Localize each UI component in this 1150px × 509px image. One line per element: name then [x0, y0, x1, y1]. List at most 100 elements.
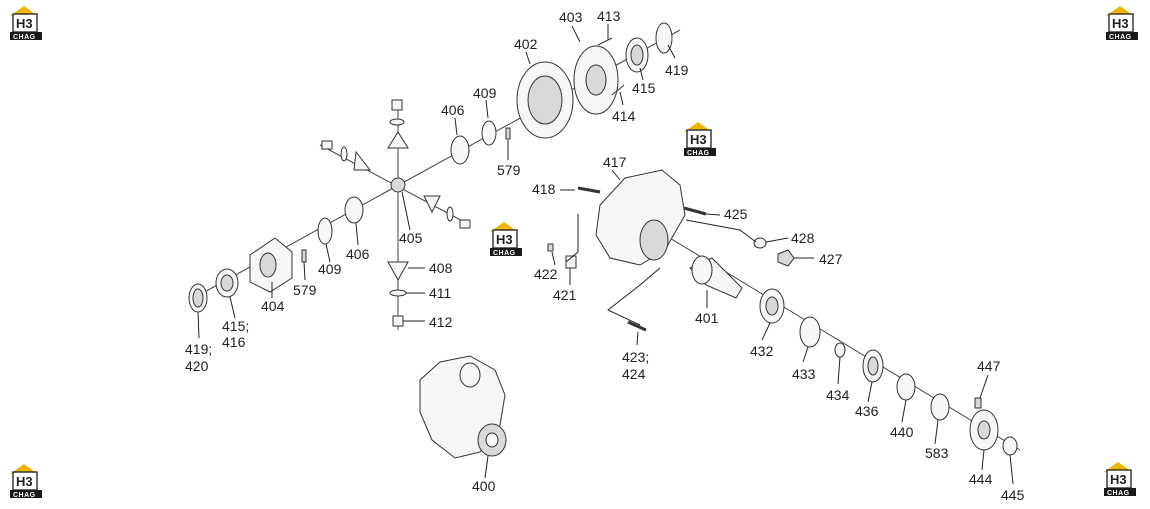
bolt-423 — [627, 320, 647, 332]
differential-case-403-bore — [585, 64, 607, 96]
o-ring-428 — [753, 237, 767, 249]
callout-432: 432 — [750, 343, 774, 359]
leader-lines — [197, 24, 1014, 485]
callout-400: 400 — [472, 478, 496, 494]
bearing-415-left-inner — [220, 274, 234, 292]
bushing-412 — [392, 315, 404, 327]
callout-428: 428 — [791, 230, 815, 246]
bolt-418 — [577, 186, 601, 194]
callout-579: 579 — [293, 282, 317, 298]
callout-418: 418 — [532, 181, 556, 197]
svg-text:CHAG: CHAG — [13, 34, 36, 41]
callout-417: 417 — [603, 154, 627, 170]
axle-housing-417-bore — [639, 219, 669, 261]
thrust-washer-409-left — [317, 217, 333, 245]
callout-402: 402 — [514, 36, 538, 52]
callout-421: 421 — [553, 287, 577, 303]
svg-text:H3: H3 — [496, 232, 513, 247]
callout-425: 425 — [724, 206, 748, 222]
svg-text:CHAG: CHAG — [493, 250, 516, 257]
callout-423-424-first: 423; — [622, 349, 649, 365]
pinion-gear-upper — [387, 131, 409, 149]
pin-579-left — [301, 249, 307, 263]
bolt-413 — [597, 37, 613, 46]
spacer-ring-433 — [799, 316, 821, 348]
callout-406: 406 — [441, 102, 465, 118]
svg-text:H3: H3 — [16, 16, 33, 31]
brand-logo-top-left: H3 CHAG — [10, 6, 42, 41]
bearing-436-inner — [867, 356, 879, 376]
pinion-gear-408 — [387, 261, 409, 282]
callout-401: 401 — [695, 310, 719, 326]
brand-logo-center-upper: H3 CHAG — [684, 122, 716, 157]
svg-text:CHAG: CHAG — [1109, 34, 1132, 41]
bearing-432-inner — [765, 296, 779, 316]
spider-cross-405 — [390, 177, 406, 193]
callout-420: 420 — [185, 358, 209, 374]
callout-433: 433 — [792, 366, 816, 382]
drive-pinion-401-gear — [691, 255, 713, 285]
washer-left — [340, 146, 348, 162]
callout-403: 403 — [559, 9, 583, 25]
differential-case-404-bore — [259, 252, 277, 278]
shim-434 — [834, 342, 846, 358]
screw-422 — [547, 243, 554, 252]
washer-top — [389, 118, 405, 126]
flange-444-hub — [977, 420, 991, 440]
callout-422: 422 — [534, 266, 558, 282]
callout-406: 406 — [346, 246, 370, 262]
callout-440: 440 — [890, 424, 914, 440]
brand-logo-bottom-right: H3 CHAG — [1104, 462, 1136, 497]
pin-579-right — [505, 127, 511, 140]
callout-408: 408 — [429, 260, 453, 276]
svg-text:H3: H3 — [1112, 16, 1129, 31]
ring-440 — [896, 373, 916, 401]
nut-445 — [1002, 436, 1018, 456]
bolt-425 — [683, 206, 707, 216]
callout-413: 413 — [597, 8, 621, 24]
callout-424: 424 — [622, 366, 646, 382]
seal-583 — [930, 393, 950, 421]
plug-427 — [777, 249, 795, 267]
callout-427: 427 — [819, 251, 843, 267]
bolt-447 — [974, 397, 982, 409]
side-gear-406-right — [450, 135, 470, 165]
svg-text:H3: H3 — [16, 474, 33, 489]
callout-583: 583 — [925, 445, 949, 461]
bushing-top — [391, 99, 403, 111]
callout-579: 579 — [497, 162, 521, 178]
callout-411: 411 — [429, 285, 452, 301]
callout-405: 405 — [399, 230, 423, 246]
callout-436: 436 — [855, 403, 879, 419]
svg-text:H3: H3 — [1110, 472, 1127, 487]
brand-logo-center: H3 CHAG — [490, 222, 522, 257]
callout-444: 444 — [969, 471, 993, 487]
svg-text:CHAG: CHAG — [1107, 490, 1130, 497]
callout-419-420-first: 419; — [185, 341, 212, 357]
bearing-race-419-left-inner — [192, 288, 204, 308]
callout-412: 412 — [429, 314, 453, 330]
svg-text:CHAG: CHAG — [687, 150, 710, 157]
bolt-414 — [611, 84, 625, 96]
callout-415: 415 — [632, 80, 656, 96]
callout-434: 434 — [826, 387, 850, 403]
callout-415-416-first: 415; — [222, 318, 249, 334]
svg-text:H3: H3 — [690, 132, 707, 147]
callout-404: 404 — [261, 298, 285, 314]
bearing-415-right-inner — [630, 44, 644, 66]
bushing-right — [459, 219, 471, 229]
callout-416: 416 — [222, 334, 246, 350]
callout-409: 409 — [318, 261, 342, 277]
callout-labels: 413 403 402 419 415 414 409 406 579 417 … — [185, 8, 1025, 503]
washer-right — [446, 206, 454, 222]
bushing-left — [321, 140, 333, 150]
callout-414: 414 — [612, 108, 636, 124]
pinion-gear-right — [423, 195, 441, 214]
washer-411 — [389, 289, 407, 297]
crown-wheel-402-bore — [527, 75, 563, 125]
callout-445: 445 — [1001, 487, 1025, 503]
callout-419: 419 — [665, 62, 689, 78]
complete-axle-assembly-400 — [419, 355, 507, 459]
